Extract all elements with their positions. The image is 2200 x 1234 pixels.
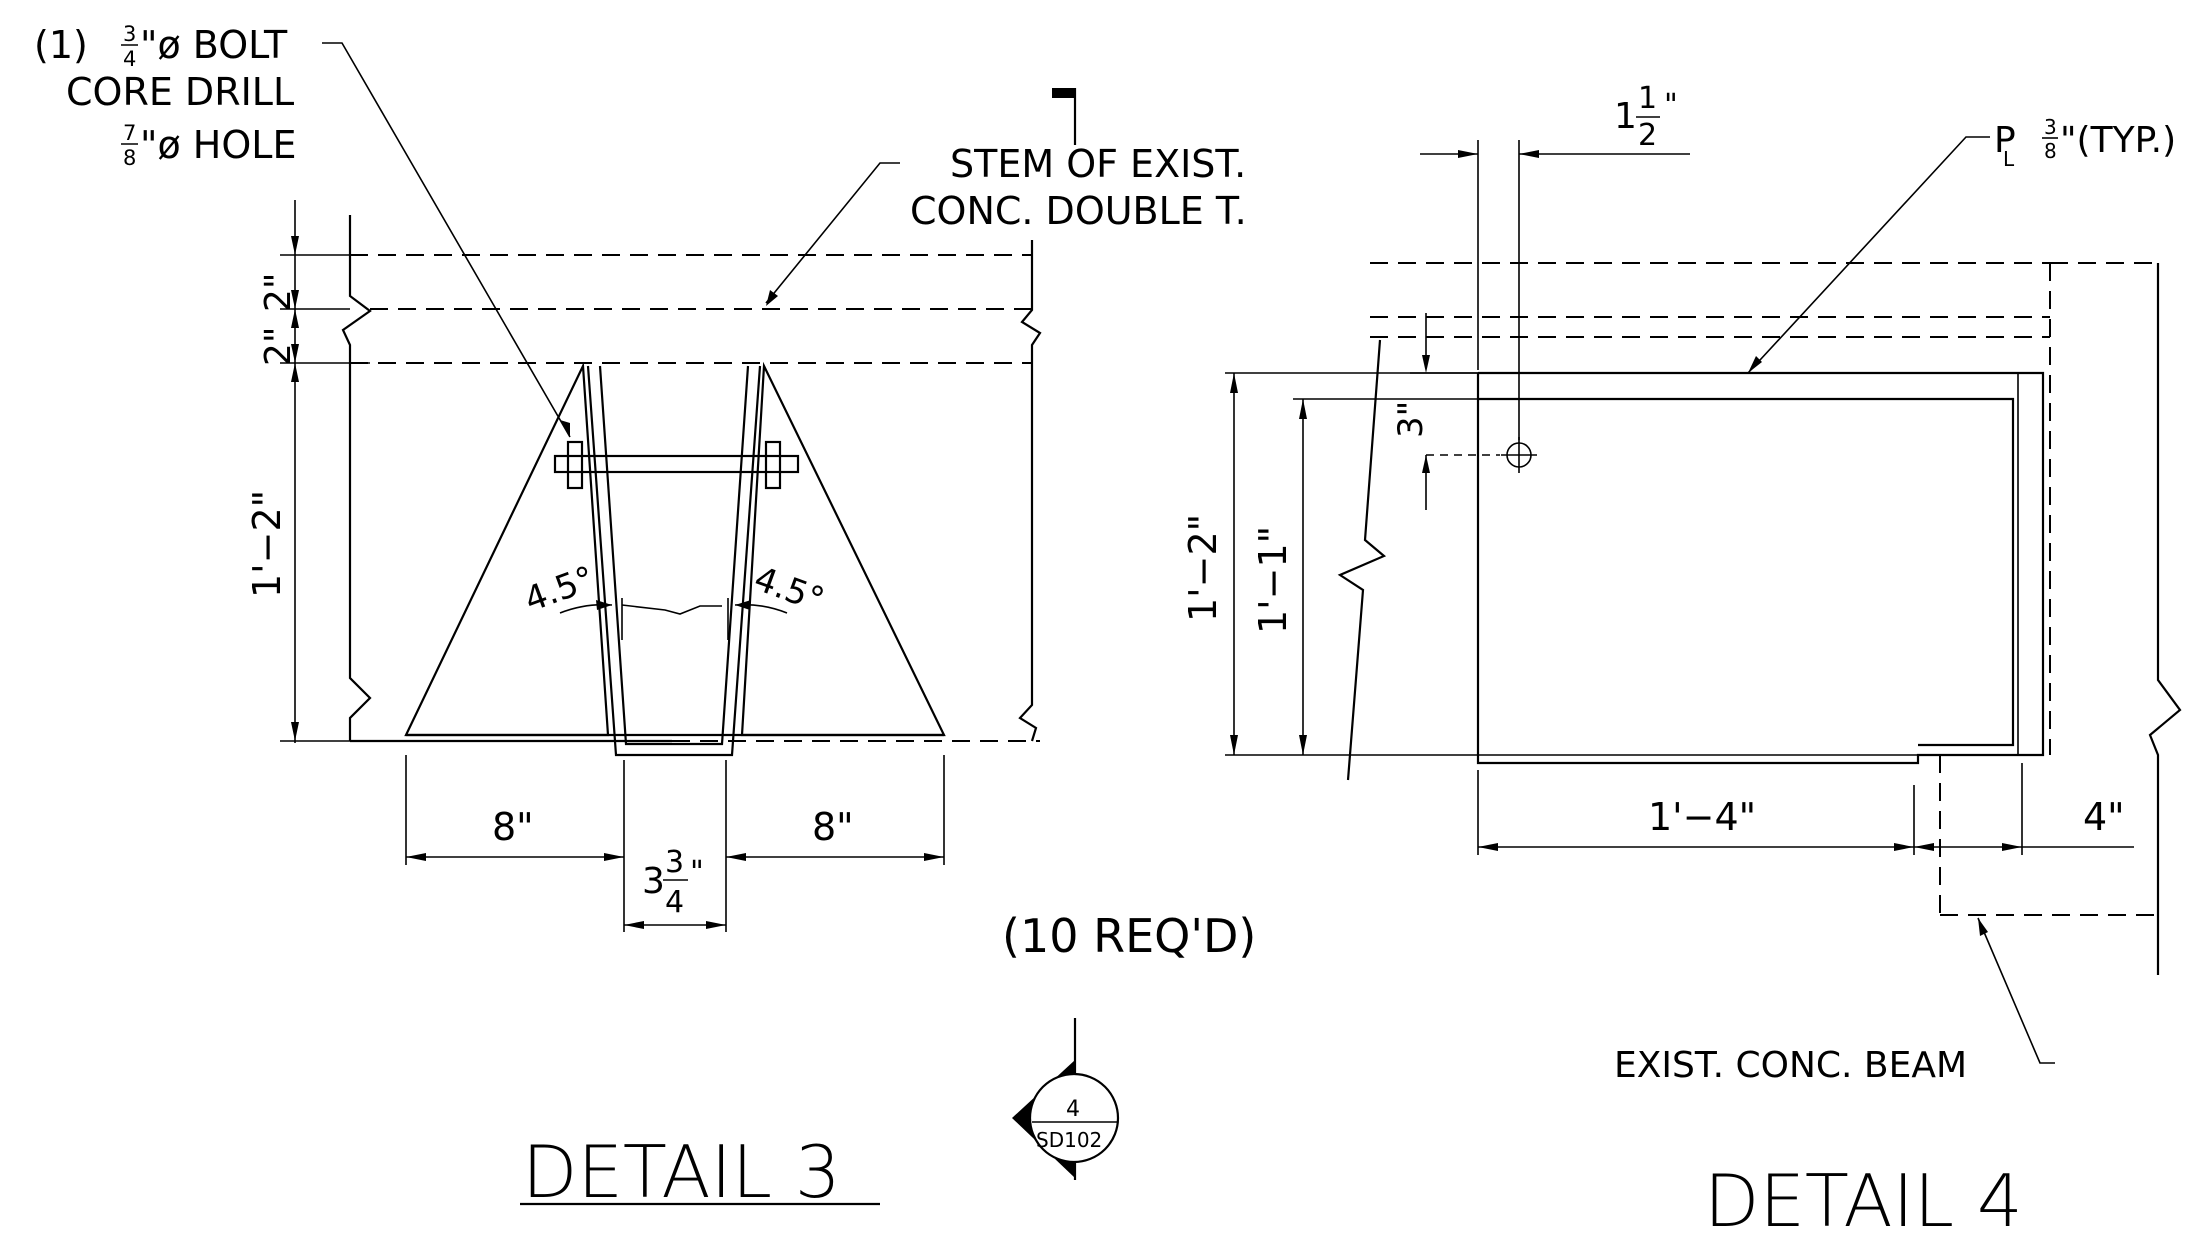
angle-arrow-left bbox=[596, 600, 612, 610]
dim-8-right: 8" bbox=[812, 805, 854, 849]
d4-right-break bbox=[2148, 263, 2182, 975]
dim-112-whole: 1 bbox=[1614, 96, 1637, 137]
dim-1-2-d4: 1'−2" bbox=[1181, 514, 1225, 622]
stem-leader-arrow bbox=[766, 290, 778, 306]
dim-334-den: 4 bbox=[665, 885, 684, 920]
dim-2-top: 2" bbox=[258, 273, 299, 312]
dim-1-4-d4: 1'−4" bbox=[1648, 795, 1756, 839]
plate-note-sub: L bbox=[2003, 147, 2015, 171]
detail-4 bbox=[1225, 136, 2182, 1064]
arrow-d4i bbox=[1299, 735, 1307, 755]
dim-334-in: " bbox=[690, 855, 704, 890]
bolt-head-left bbox=[566, 440, 584, 490]
angle-left-label: 4.5° bbox=[519, 559, 599, 621]
cut-mark-flag bbox=[1052, 88, 1075, 98]
plate-leader bbox=[1747, 136, 1990, 374]
arrow-b bbox=[291, 290, 299, 309]
arrow-d4j bbox=[1478, 843, 1498, 851]
dim-8-left: 8" bbox=[492, 805, 534, 849]
bolt-note-line3: "ø HOLE bbox=[140, 123, 296, 167]
bolt-leader bbox=[322, 42, 571, 438]
stem-leader bbox=[765, 162, 900, 304]
bolt-note-line2: CORE DRILL bbox=[66, 70, 294, 114]
right-break-line bbox=[1018, 240, 1042, 742]
plate-inner bbox=[1478, 397, 2015, 747]
arrow-d4g bbox=[1230, 735, 1238, 755]
dim-1-1-d4: 1'−1" bbox=[1251, 526, 1295, 634]
stem-note-line1: STEM OF EXIST. bbox=[950, 142, 1246, 186]
beam-note: EXIST. CONC. BEAM bbox=[1614, 1045, 1967, 1086]
arrow-k bbox=[624, 921, 644, 929]
channel-inner bbox=[598, 365, 750, 746]
dim-3-d4: 3" bbox=[1391, 401, 1431, 438]
arrow-i bbox=[726, 853, 746, 861]
dim-112-in: " bbox=[1664, 88, 1678, 123]
bolt-note-line1-a: (1) bbox=[34, 23, 100, 67]
bolt-frac2-den: 8 bbox=[123, 146, 136, 170]
plate-note-rest: "(TYP.) bbox=[2060, 120, 2176, 161]
bolt-note-line1-b: "ø BOLT bbox=[140, 23, 288, 67]
arrow-e bbox=[291, 363, 299, 382]
bolt-frac1-den: 4 bbox=[123, 47, 136, 71]
dim-1-2-d3: 1'−2" bbox=[245, 490, 289, 598]
channel-outer bbox=[586, 365, 762, 757]
arrow-f bbox=[291, 722, 299, 741]
plate-outer bbox=[1476, 371, 2045, 765]
arrow-j bbox=[924, 853, 944, 861]
plate-note-prefix: P bbox=[1994, 120, 2016, 161]
arrow-d4a bbox=[1458, 150, 1478, 158]
bolt-frac2-num: 7 bbox=[123, 121, 136, 145]
dim-4-d4: 4" bbox=[2083, 795, 2125, 839]
plate-note-num: 3 bbox=[2044, 115, 2057, 139]
dim-112-num: 1 bbox=[1638, 81, 1657, 116]
bolt-frac1-num: 3 bbox=[123, 22, 136, 46]
req-note: (10 REQ'D) bbox=[1002, 909, 1256, 963]
section-marker bbox=[1012, 1018, 1120, 1180]
arrow-d4h bbox=[1299, 399, 1307, 419]
detail4-title: DETAIL 4 bbox=[1704, 1159, 2023, 1234]
dim-334-num: 3 bbox=[665, 845, 684, 880]
arrow-d bbox=[291, 344, 299, 363]
arrow-d4d bbox=[1422, 355, 1430, 373]
arrow-c bbox=[291, 309, 299, 328]
plate-note-den: 8 bbox=[2044, 139, 2057, 163]
arrow-d4k bbox=[1894, 843, 1914, 851]
bolt-shank bbox=[553, 454, 800, 474]
arrow-g bbox=[406, 853, 426, 861]
left-break-line bbox=[341, 215, 372, 741]
angle-arrow-right bbox=[735, 600, 751, 610]
arrow-d4b bbox=[1519, 150, 1539, 158]
bolt-head-right bbox=[764, 440, 782, 490]
arrow-d4c bbox=[1748, 356, 1762, 373]
arrow-d4m bbox=[2002, 843, 2022, 851]
arrow-h bbox=[604, 853, 624, 861]
section-sheet: SD102 bbox=[1036, 1128, 1102, 1152]
right-gusset bbox=[740, 361, 946, 737]
arrow-d4e bbox=[1422, 455, 1430, 473]
beam-leader bbox=[1977, 917, 2055, 1064]
detail3-title: DETAIL 3 bbox=[522, 1130, 841, 1214]
dim-334-whole: 3 bbox=[642, 861, 665, 902]
bolt-leader-arrow bbox=[560, 420, 570, 437]
angle-right-label: 4.5° bbox=[749, 559, 829, 621]
arrow-d4f bbox=[1230, 373, 1238, 393]
detail-3 bbox=[280, 42, 1077, 1206]
section-number: 4 bbox=[1066, 1097, 1080, 1122]
arrow-d4l bbox=[1914, 843, 1934, 851]
left-gusset bbox=[404, 361, 610, 737]
section-marker-circle bbox=[1028, 1072, 1120, 1164]
dim-112-den: 2 bbox=[1638, 118, 1657, 153]
d4-left-break bbox=[1337, 339, 1387, 781]
inner-break-dim bbox=[621, 604, 722, 615]
stem-note-line2: CONC. DOUBLE T. bbox=[910, 189, 1247, 233]
arrow-l bbox=[706, 921, 726, 929]
dim-2-bottom: 2" bbox=[258, 327, 299, 366]
arrow-d4n bbox=[1978, 918, 1988, 936]
arrow-a bbox=[291, 236, 299, 255]
